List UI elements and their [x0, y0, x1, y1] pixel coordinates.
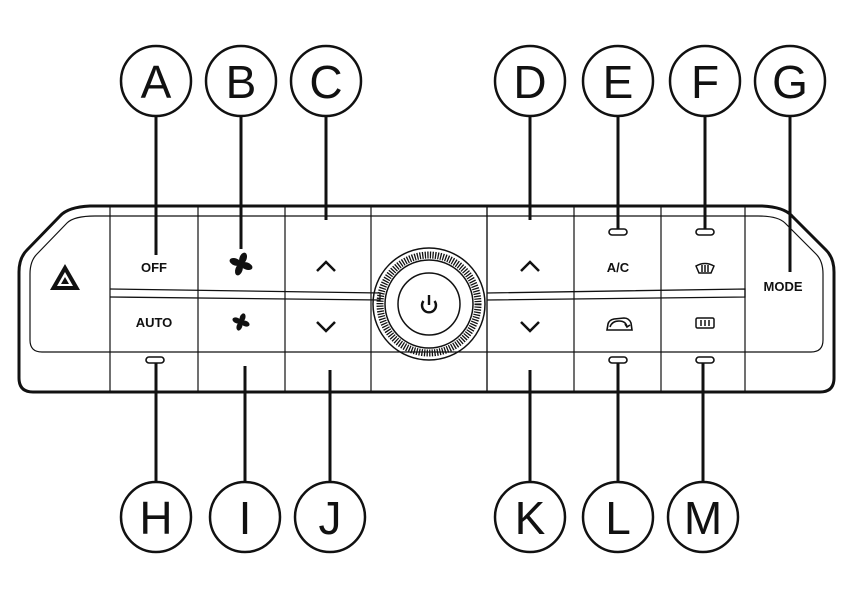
callout-b: B — [204, 44, 278, 249]
power-icon — [420, 295, 438, 314]
front-defrost-icon — [695, 262, 715, 274]
callout-m: M — [666, 363, 740, 554]
front-defrost-button[interactable] — [695, 228, 715, 274]
right-temp-up-button[interactable] — [520, 260, 540, 272]
callout-c-letter: C — [309, 56, 342, 108]
auto-indicator-led — [145, 356, 165, 364]
left-divider-bar — [109, 288, 381, 301]
fan-speed-down-button[interactable] — [232, 313, 251, 332]
control-panel — [17, 204, 836, 394]
callout-k: K — [493, 370, 567, 554]
left-temp-down-button[interactable] — [316, 321, 336, 333]
mode-button-label: MODE — [764, 279, 803, 294]
mode-button[interactable]: MODE — [764, 279, 803, 294]
callout-l-letter: L — [605, 492, 631, 544]
fan-small-icon — [232, 313, 250, 331]
callout-b-letter: B — [226, 56, 257, 108]
power-knob[interactable] — [372, 247, 486, 361]
callout-d-letter: D — [513, 56, 546, 108]
chevron-down-icon — [520, 321, 540, 333]
front-defrost-indicator-led — [695, 228, 715, 236]
recirculation-button[interactable] — [606, 317, 633, 364]
rear-defrost-indicator-led — [695, 356, 715, 364]
callout-f-letter: F — [691, 56, 719, 108]
callout-l: L — [581, 363, 655, 554]
right-temp-down-button[interactable] — [520, 321, 540, 333]
callout-j-letter: J — [319, 492, 342, 544]
callout-e-letter: E — [603, 56, 634, 108]
off-button-label: OFF — [141, 260, 167, 275]
callout-c: C — [289, 44, 363, 220]
left-temp-up-button[interactable] — [316, 260, 336, 272]
callout-e: E — [581, 44, 655, 229]
callout-g-letter: G — [772, 56, 808, 108]
recirculation-indicator-led — [608, 356, 628, 364]
knob-knurled-ring — [376, 251, 482, 357]
ac-button[interactable]: A/C — [607, 228, 630, 275]
off-button[interactable]: OFF — [141, 260, 167, 275]
hazard-button[interactable] — [50, 264, 80, 290]
callout-a-letter: A — [141, 56, 172, 108]
callout-a: A — [119, 44, 193, 255]
ac-button-label: A/C — [607, 260, 630, 275]
callout-h-letter: H — [139, 492, 172, 544]
callout-h: H — [119, 363, 193, 554]
chevron-down-icon — [316, 321, 336, 333]
button-borders — [109, 206, 746, 392]
callout-f: F — [668, 44, 742, 229]
chevron-up-icon — [520, 260, 540, 272]
fan-speed-up-button[interactable] — [228, 251, 253, 276]
ac-indicator-led — [608, 228, 628, 236]
rear-defrost-icon — [695, 317, 715, 329]
callout-i-letter: I — [239, 492, 252, 544]
callout-d: D — [493, 44, 567, 220]
panel-outer-outline — [17, 204, 836, 394]
auto-button[interactable]: AUTO — [136, 315, 173, 364]
callout-j: J — [293, 370, 367, 554]
callout-m-letter: M — [684, 492, 722, 544]
callout-k-letter: K — [515, 492, 546, 544]
auto-button-label: AUTO — [136, 315, 173, 330]
chevron-up-icon — [316, 260, 336, 272]
callout-g: G — [753, 44, 827, 272]
rear-defrost-button[interactable] — [695, 317, 715, 364]
callout-i: I — [208, 366, 282, 554]
panel-inner-outline — [29, 215, 824, 353]
fan-large-icon — [229, 252, 253, 276]
recirculation-icon — [606, 317, 633, 331]
knob-outer-ring — [372, 247, 486, 361]
right-divider-bar — [486, 288, 746, 301]
